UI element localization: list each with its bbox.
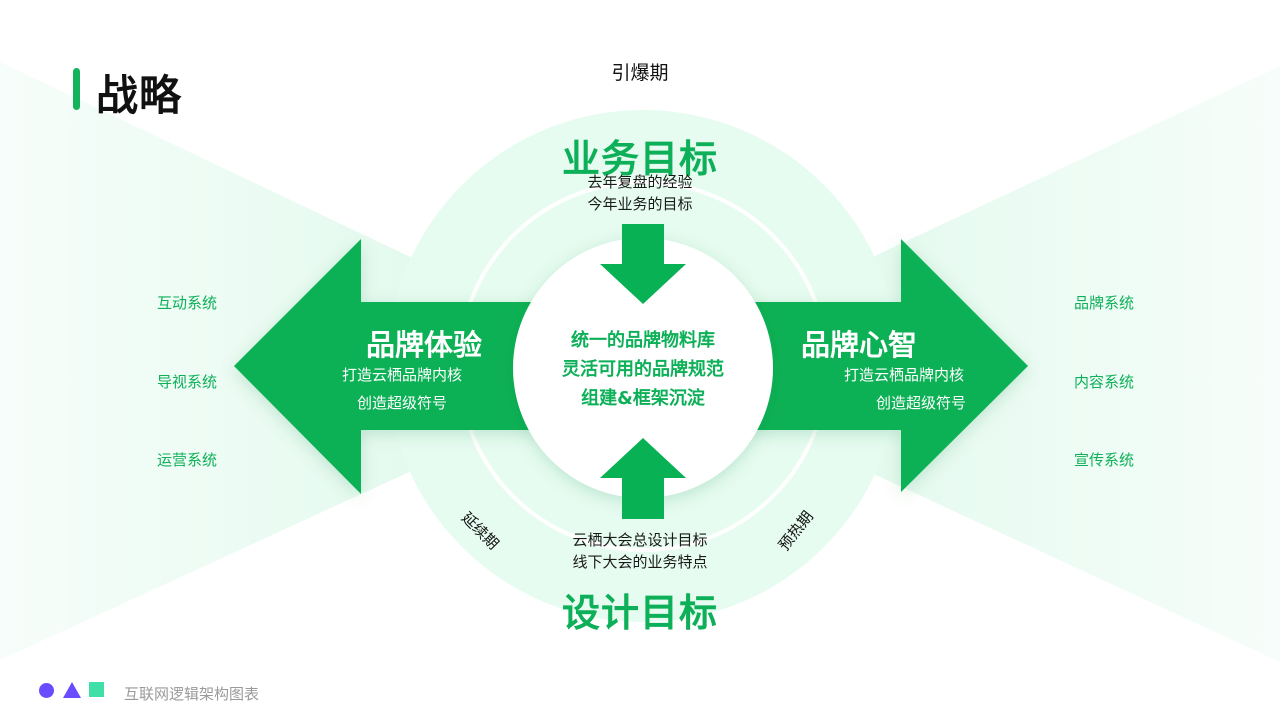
top-goal-line-1: 去年复盘的经验 (587, 173, 693, 191)
purple-triangle-icon (63, 682, 81, 698)
right-arrow-line-1: 打造云栖品牌内核 (844, 366, 965, 384)
left-item-operation-system: 运营系统 (157, 451, 218, 469)
top-goal-title: 业务目标 (561, 137, 718, 181)
bottom-goal-title: 设计目标 (561, 591, 718, 635)
left-arrow-shape (234, 239, 534, 494)
center-line-2: 灵活可用的品牌规范 (562, 359, 724, 380)
center-line-3: 组建&框架沉淀 (581, 388, 705, 409)
right-arrow-shape (752, 239, 1028, 492)
center-circle (513, 238, 773, 498)
left-arrow-line-1: 打造云栖品牌内核 (342, 366, 463, 384)
left-arrow-title: 品牌体验 (366, 328, 483, 362)
right-item-promotion-system: 宣传系统 (1074, 451, 1135, 469)
mint-square-icon (89, 682, 104, 697)
purple-circle-icon (39, 683, 54, 698)
left-item-interaction-system: 互动系统 (157, 294, 218, 312)
top-goal-line-2: 今年业务的目标 (587, 195, 693, 213)
left-arrow-line-2: 创造超级符号 (357, 394, 448, 412)
bottom-goal-line-1: 云栖大会总设计目标 (572, 531, 708, 549)
right-arrow-title: 品牌心智 (801, 328, 918, 362)
right-arrow-line-2: 创造超级符号 (876, 394, 967, 412)
center-text: 统一的品牌物料库 灵活可用的品牌规范 组建&框架沉淀 (513, 326, 773, 413)
right-item-content-system: 内容系统 (1074, 373, 1135, 391)
right-item-brand-system: 品牌系统 (1074, 294, 1135, 312)
center-line-1: 统一的品牌物料库 (571, 330, 715, 351)
up-arrow-shape (600, 438, 686, 519)
page-title: 战略 (96, 71, 183, 120)
bottom-goal-line-2: 线下大会的业务特点 (572, 553, 708, 571)
left-item-wayfinding-system: 导视系统 (157, 373, 218, 391)
phase-label-top: 引爆期 (611, 62, 669, 84)
title-accent-bar (73, 68, 80, 110)
footer-caption: 互联网逻辑架构图表 (124, 685, 260, 703)
down-arrow-shape (600, 224, 686, 304)
